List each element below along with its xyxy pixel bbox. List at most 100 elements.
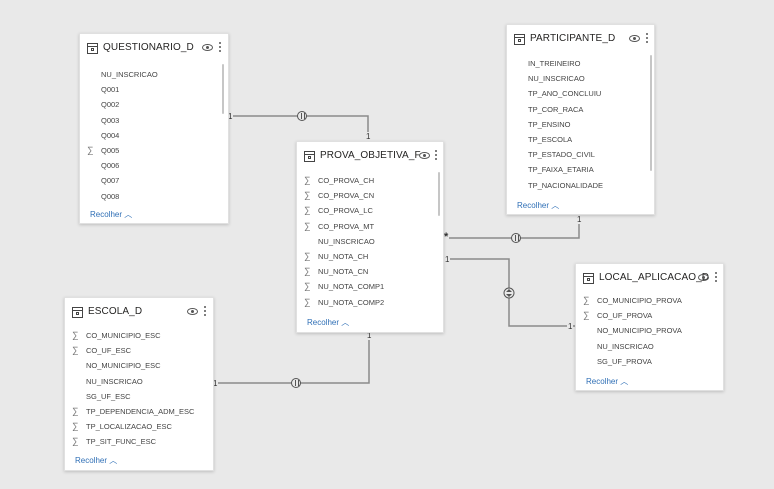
field-list[interactable]: NU_INSCRICAO Q001 Q002 Q003 Q004 ∑Q005 Q… bbox=[80, 68, 228, 205]
collapse-link[interactable]: Recolher ︿ bbox=[517, 201, 560, 210]
field-row[interactable]: NU_INSCRICAO bbox=[576, 340, 723, 355]
field-row[interactable]: Q003 bbox=[80, 114, 228, 129]
field-list[interactable]: ∑CO_MUNICIPIO_PROVA ∑CO_UF_PROVA NO_MUNI… bbox=[576, 294, 723, 370]
cardinality-participante-side: 1 bbox=[576, 215, 583, 224]
field-row[interactable]: TP_FAIXA_ETARIA bbox=[507, 163, 654, 178]
collapse-link[interactable]: Recolher ︿ bbox=[90, 210, 133, 219]
field-row[interactable]: Q007 bbox=[80, 174, 228, 189]
table-icon bbox=[304, 151, 315, 162]
more-options-icon[interactable] bbox=[646, 33, 649, 45]
field-row[interactable]: ∑CO_UF_ESC bbox=[65, 344, 213, 359]
field-row[interactable]: Q001 bbox=[80, 83, 228, 98]
table-header[interactable]: QUESTIONARIO_D bbox=[80, 34, 228, 64]
more-options-icon[interactable] bbox=[715, 272, 718, 284]
field-row[interactable]: ∑NU_NOTA_CH bbox=[297, 250, 443, 265]
field-row[interactable]: NO_MUNICIPIO_ESC bbox=[65, 359, 213, 374]
table-header[interactable]: LOCAL_APLICACAO_D bbox=[576, 264, 723, 294]
field-row[interactable]: ∑CO_PROVA_CN bbox=[297, 189, 443, 204]
filter-direction-icon-participante[interactable] bbox=[511, 233, 521, 243]
field-row[interactable]: ∑CO_PROVA_CH bbox=[297, 174, 443, 189]
sigma-icon: ∑ bbox=[304, 266, 311, 277]
field-row[interactable]: TP_ESTADO_CIVIL bbox=[507, 148, 654, 163]
collapse-link[interactable]: Recolher ︿ bbox=[586, 377, 629, 386]
collapse-link[interactable]: Recolher ︿ bbox=[75, 456, 118, 465]
table-card-escola[interactable]: ESCOLA_D ∑CO_MUNICIPIO_ESC ∑CO_UF_ESC NO… bbox=[64, 297, 214, 471]
filter-direction-icon-questionario[interactable] bbox=[297, 111, 307, 121]
field-row[interactable]: ∑CO_UF_PROVA bbox=[576, 309, 723, 324]
field-row[interactable]: ∑ TP_SIT_FUNC_ESC bbox=[65, 435, 213, 450]
field-row[interactable]: Q008 bbox=[80, 190, 228, 205]
field-row[interactable]: NU_INSCRICAO bbox=[80, 68, 228, 83]
field-row[interactable]: Q004 bbox=[80, 129, 228, 144]
field-row[interactable]: ∑Q005 bbox=[80, 144, 228, 159]
field-row[interactable]: ∑TP_LOCALIZACAO_ESC bbox=[65, 420, 213, 435]
field-row[interactable]: ∑CO_PROVA_LC bbox=[297, 204, 443, 219]
table-icon bbox=[87, 43, 98, 54]
table-header[interactable]: PROVA_OBJETIVA_F bbox=[297, 142, 443, 172]
field-name: TP_SIT_FUNC_ESC bbox=[86, 437, 157, 447]
field-list[interactable]: IN_TREINEIRO NU_INSCRICAO TP_ANO_CONCLUI… bbox=[507, 57, 654, 194]
sigma-icon: ∑ bbox=[72, 436, 79, 447]
field-name: NU_NOTA_CH bbox=[318, 251, 369, 261]
table-card-local-aplicacao[interactable]: LOCAL_APLICACAO_D ∑CO_MUNICIPIO_PROVA ∑C… bbox=[575, 263, 724, 391]
field-row[interactable]: ∑CO_MUNICIPIO_PROVA bbox=[576, 294, 723, 309]
visibility-eye-icon[interactable] bbox=[698, 274, 709, 281]
field-row[interactable]: IN_TREINEIRO bbox=[507, 57, 654, 72]
more-options-icon[interactable] bbox=[204, 306, 207, 318]
chevron-up-icon: ︿ bbox=[551, 201, 560, 210]
field-row[interactable]: TP_COR_RACA bbox=[507, 103, 654, 118]
collapse-link[interactable]: Recolher ︿ bbox=[307, 318, 350, 327]
scrollbar[interactable] bbox=[222, 64, 224, 114]
visibility-eye-icon[interactable] bbox=[187, 308, 198, 315]
field-name: CO_PROVA_LC bbox=[318, 206, 373, 216]
table-card-questionario[interactable]: QUESTIONARIO_D NU_INSCRICAO Q001 Q002 Q0… bbox=[79, 33, 229, 224]
field-row[interactable]: NU_INSCRICAO bbox=[65, 375, 213, 390]
field-row[interactable]: SG_UF_PROVA bbox=[576, 355, 723, 370]
table-card-prova-objetiva[interactable]: PROVA_OBJETIVA_F ∑CO_PROVA_CH ∑CO_PROVA_… bbox=[296, 141, 444, 333]
cardinality-escola-side: 1 bbox=[212, 379, 219, 388]
table-header[interactable]: ESCOLA_D bbox=[65, 298, 213, 328]
field-row[interactable]: ∑NU_NOTA_COMP2 bbox=[297, 296, 443, 311]
visibility-eye-icon[interactable] bbox=[629, 35, 640, 42]
chevron-up-icon: ︿ bbox=[341, 318, 350, 327]
field-name: NU_NOTA_COMP1 bbox=[318, 282, 385, 292]
cardinality-prova-side-bottom: 1 bbox=[366, 331, 373, 340]
scrollbar[interactable] bbox=[650, 55, 652, 171]
field-row[interactable]: TP_NACIONALIDADE bbox=[507, 179, 654, 194]
cardinality-local-side: 1 bbox=[567, 322, 574, 331]
field-name: SG_UF_PROVA bbox=[597, 356, 652, 366]
field-row[interactable]: NU_INSCRICAO bbox=[297, 235, 443, 250]
visibility-eye-icon[interactable] bbox=[202, 44, 213, 51]
scrollbar[interactable] bbox=[438, 172, 440, 216]
more-options-icon[interactable] bbox=[435, 150, 438, 162]
sigma-icon: ∑ bbox=[72, 421, 79, 432]
field-row[interactable]: ∑NU_NOTA_CN bbox=[297, 265, 443, 280]
more-options-icon[interactable] bbox=[219, 42, 222, 54]
table-header[interactable]: PARTICIPANTE_D bbox=[507, 25, 654, 55]
field-name: TP_COR_RACA bbox=[528, 104, 584, 114]
table-card-participante[interactable]: PARTICIPANTE_D IN_TREINEIRO NU_INSCRICAO… bbox=[506, 24, 655, 215]
sigma-icon: ∑ bbox=[304, 175, 311, 185]
field-name: NU_INSCRICAO bbox=[528, 74, 585, 84]
field-row[interactable]: Q006 bbox=[80, 159, 228, 174]
field-row[interactable]: ∑CO_MUNICIPIO_ESC bbox=[65, 329, 213, 344]
field-row[interactable]: NU_INSCRICAO bbox=[507, 72, 654, 87]
field-row[interactable]: TP_ANO_CONCLUIU bbox=[507, 87, 654, 102]
field-row[interactable]: TP_ENSINO bbox=[507, 118, 654, 133]
field-row[interactable]: Q002 bbox=[80, 98, 228, 113]
field-name: TP_ESCOLA bbox=[528, 134, 573, 144]
field-row[interactable]: ∑ NU_NOTA_COMP1 bbox=[297, 280, 443, 295]
sigma-icon: ∑ bbox=[583, 295, 590, 305]
filter-direction-icon-escola[interactable] bbox=[291, 378, 301, 388]
field-list[interactable]: ∑CO_PROVA_CH ∑CO_PROVA_CN ∑CO_PROVA_LC ∑… bbox=[297, 174, 443, 311]
sigma-icon: ∑ bbox=[304, 281, 311, 292]
field-row[interactable]: TP_ESCOLA bbox=[507, 133, 654, 148]
field-row[interactable]: SG_UF_ESC bbox=[65, 390, 213, 405]
field-row[interactable]: NO_MUNICIPIO_PROVA bbox=[576, 324, 723, 339]
field-name: Q004 bbox=[101, 130, 120, 140]
field-list[interactable]: ∑CO_MUNICIPIO_ESC ∑CO_UF_ESC NO_MUNICIPI… bbox=[65, 329, 213, 451]
field-row[interactable]: ∑CO_PROVA_MT bbox=[297, 220, 443, 235]
field-row[interactable]: ∑TP_DEPENDENCIA_ADM_ESC bbox=[65, 405, 213, 420]
visibility-eye-icon[interactable] bbox=[419, 152, 430, 159]
